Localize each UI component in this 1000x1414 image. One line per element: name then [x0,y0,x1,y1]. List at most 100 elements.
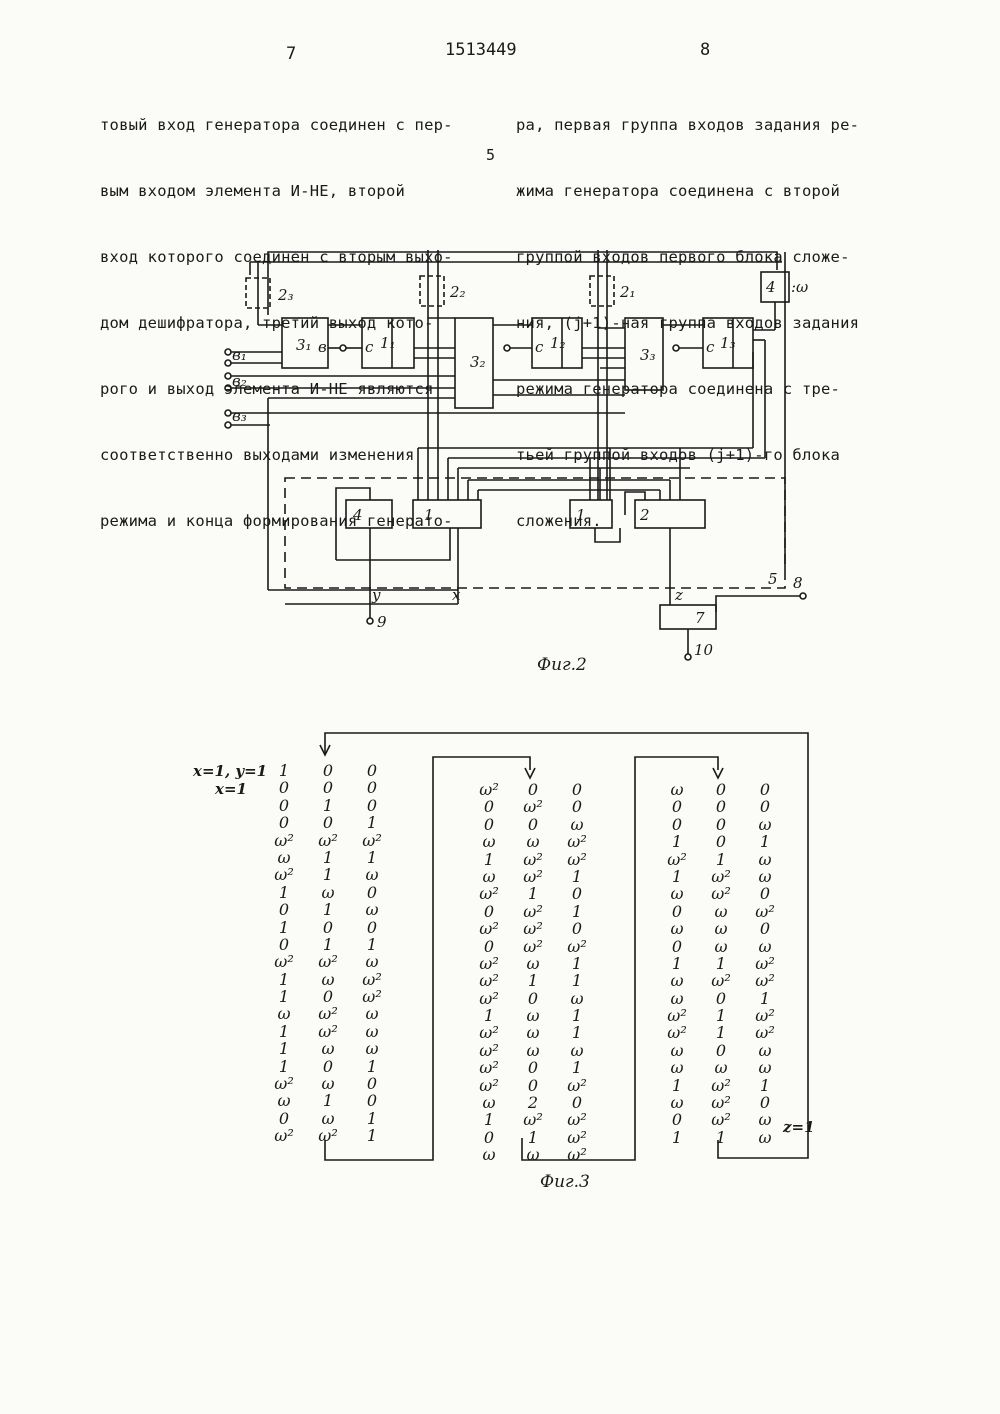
table-cell: ω² [262,832,306,849]
table-cell: 1 [467,1007,511,1024]
table-cell: ω [743,851,787,868]
table-cell: ω [511,1024,555,1041]
table-cell: 0 [655,903,699,920]
table-row: ω²ω²ω² [262,832,394,849]
table-cell: 0 [555,885,599,902]
table-row: 0ω²1 [467,903,599,920]
table-cell: ω² [467,920,511,937]
table-cell: 1 [555,972,599,989]
table-cell: ω² [467,1059,511,1076]
table-cell: 1 [511,972,555,989]
table-cell: 1 [262,762,306,779]
table-cell: 0 [350,1075,394,1092]
table-cell: ω² [555,938,599,955]
table-cell: 0 [262,779,306,796]
table-row: 100 [262,919,394,936]
table-cell: 1 [262,919,306,936]
table-cell: ω [306,1110,350,1127]
table-row: 01ω² [467,1129,599,1146]
table-cell: 1 [699,1129,743,1146]
table-cell: 0 [655,798,699,815]
table-cell: 0 [699,781,743,798]
table-row: ω0ω [655,1042,787,1059]
table-cell: ω² [262,1127,306,1144]
table-cell: 1 [306,1092,350,1109]
table-cell: 0 [555,781,599,798]
table-row: ω11 [262,849,394,866]
table-cell: 0 [555,1094,599,1111]
table-row: 00ω [467,816,599,833]
table-cell: 1 [555,955,599,972]
table-cell: ω [306,884,350,901]
table-cell: 0 [699,1042,743,1059]
table-cell: ω [511,955,555,972]
table-row: 1ω²ω [655,868,787,885]
table-row: 001 [262,814,394,831]
table-row: 1ωω² [262,971,394,988]
table-cell: ω² [655,851,699,868]
table-cell: ω [511,1146,555,1163]
table-cell: ω [699,903,743,920]
table-row: 1ω²ω² [467,851,599,868]
table-cell: 1 [262,988,306,1005]
table-row: ωω²ω [262,1005,394,1022]
fig3-table-2: ω²000ω²000ωωωω²1ω²ω²ωω²1ω²100ω²1ω²ω²00ω²… [467,781,599,1164]
table-cell: 0 [350,797,394,814]
table-row: 0ω²0 [467,798,599,815]
table-cell: 1 [655,1077,699,1094]
table-cell: ω² [262,1075,306,1092]
table-cell: ω [699,1059,743,1076]
table-row: 1ω²ω² [467,1111,599,1128]
table-cell: ω [655,885,699,902]
table-cell: 1 [350,1127,394,1144]
table-cell: ω² [699,1111,743,1128]
table-row: 11ω² [655,955,787,972]
table-cell: 1 [467,1111,511,1128]
table-cell: 0 [306,919,350,936]
table-cell: ω [511,1007,555,1024]
table-cell: 2 [511,1094,555,1111]
table-cell: 1 [655,868,699,885]
table-cell: 1 [350,1058,394,1075]
table-cell: ω [511,1042,555,1059]
table-cell: 1 [306,849,350,866]
table-cell: ω [555,1042,599,1059]
table-row: ω²1ω² [655,1024,787,1041]
table-row: ω²0ω² [467,1077,599,1094]
table-row: 000 [655,798,787,815]
table-cell: ω [306,1075,350,1092]
table-row: ω²ωω [467,1042,599,1059]
table-cell: ω² [511,868,555,885]
table-cell: 1 [555,868,599,885]
table-cell: ω [555,816,599,833]
table-cell: ω [699,938,743,955]
table-row: 000 [262,779,394,796]
table-cell: ω² [743,1024,787,1041]
table-cell: ω² [699,868,743,885]
table-row: ωω²0 [655,885,787,902]
table-cell: ω² [350,988,394,1005]
table-row: ω²10 [467,885,599,902]
table-row: 101 [262,1058,394,1075]
fig3-table-3: ω0000000ω101ω²1ω1ω²ωωω²00ωω²ωω00ωω11ω²ωω… [655,781,787,1146]
table-row: ω²ω0 [262,1075,394,1092]
table-cell: ω² [511,851,555,868]
table-row: 1ω0 [262,884,394,901]
table-cell: ω² [555,1129,599,1146]
table-cell: ω² [467,885,511,902]
table-row: 101 [655,833,787,850]
table-cell: ω² [699,1094,743,1111]
table-row: ω²0ω [467,990,599,1007]
table-cell: 0 [655,1111,699,1128]
table-cell: ω² [555,851,599,868]
table-cell: 0 [743,781,787,798]
table-row: ω01 [655,990,787,1007]
table-row: 1ω²ω [262,1023,394,1040]
table-cell: ω [655,781,699,798]
table-cell: 1 [655,955,699,972]
table-row: 0ω²ω [655,1111,787,1128]
table-cell: ω² [262,953,306,970]
table-cell: ω [743,938,787,955]
table-cell: ω² [699,885,743,902]
table-cell: 1 [555,903,599,920]
